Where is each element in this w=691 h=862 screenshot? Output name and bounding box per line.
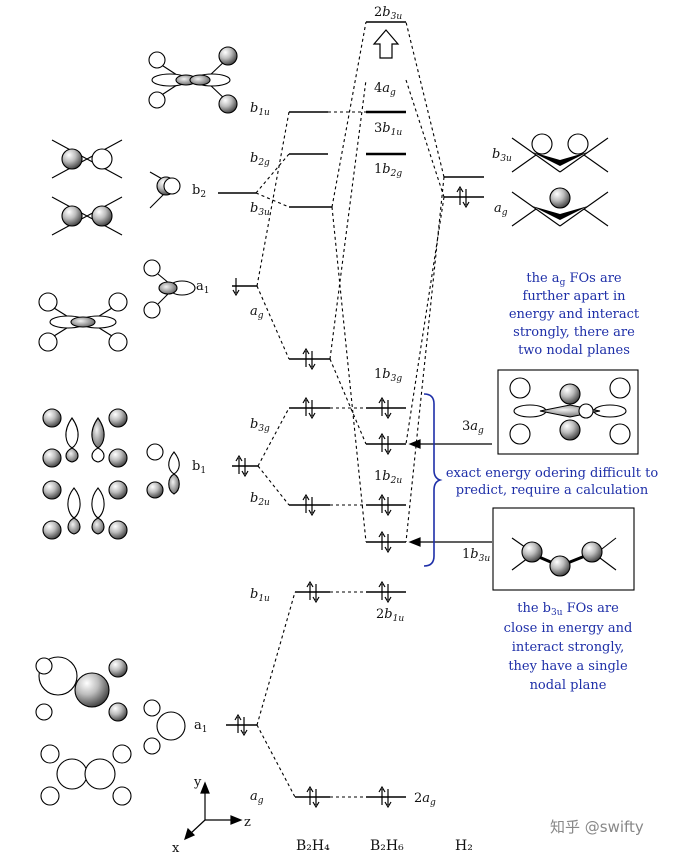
svg-text:strongly, there are: strongly, there are [513,325,635,340]
b2h4-levels [289,111,332,798]
column-b2h6: B₂H₆ [370,838,404,854]
b1u-h4-orbital-picture [35,656,128,722]
label-b1u-low: b1u [250,587,270,604]
b1u-top-orbital-picture [148,46,238,114]
label-b2: b2 [192,183,206,200]
column-h2: H₂ [455,838,473,854]
h2-levels [444,176,484,198]
svg-text:the ag FOs are: the ag FOs are [526,271,622,288]
label-1b2g: 1b2g [374,162,402,179]
axes-icon [184,781,243,841]
svg-text:the b3u FOs are: the b3u FOs are [517,601,619,618]
label-a1-upper: a1 [196,279,210,296]
svg-text:interact strongly,: interact strongly, [512,640,625,655]
svg-text:predict, require a calculation: predict, require a calculation [456,483,649,498]
box-3ag-orbital [497,369,639,455]
note-ag: the ag FOs are further apart in energy a… [509,271,640,358]
label-1b3g: 1b3g [374,367,402,384]
svg-text:further apart in: further apart in [523,289,627,304]
svg-text:close in energy and: close in energy and [504,621,633,636]
b2h6-labels: 2b3u 4ag 3b1u 1b2g 1b3g 1b2u 2b1u 2ag [374,5,436,808]
label-2b1u: 2b1u [376,607,404,624]
axis-y-label: y [193,775,202,790]
svg-text:exact energy odering difficult: exact energy odering difficult to [446,466,658,481]
correlation-lines [255,21,445,798]
box-1b3u-orbital [492,507,635,591]
label-b2g: b2g [250,151,270,168]
label-b1u-top: b1u [250,101,270,118]
label-2b3u: 2b3u [374,5,402,22]
h2-ag-orbital-picture [511,187,609,227]
label-2ag: 2ag [414,791,436,808]
label-ag-upper: ag [250,304,264,321]
label-b3g: b3g [250,417,270,434]
note-ordering: exact energy odering difficult to predic… [446,466,658,498]
h2-b3u-orbital-picture [511,133,609,173]
label-1b2u: 1b2u [374,469,402,486]
b3g-h4-orbital-picture [42,408,128,468]
label-4ag: 4ag [374,81,396,98]
label-3ag: 3ag [462,419,484,436]
label-h2-b3u: b3u [492,147,512,164]
label-a1-low: a1 [194,718,208,735]
ag-h4-orbital-picture [38,292,128,352]
watermark: 知乎 @swifty [550,818,644,836]
b2u-h4-orbital-picture [42,480,128,540]
label-b3u: b3u [250,201,270,218]
axis-x-label: x [172,841,180,856]
electrons [232,185,470,809]
column-b2h4: B₂H₄ [296,838,330,854]
label-1b3u: 1b3u [462,547,490,564]
ag-h4-low-orbital-picture [40,744,132,806]
svg-text:nodal plane: nodal plane [530,678,607,693]
label-3b1u: 3b1u [374,121,402,138]
h2-labels: b3u ag 3ag 1b3u [462,147,512,564]
b2-bh2-orbital-picture [149,171,181,209]
fragment-labels: b1u b2g b2 b3u a1 ag b3g b1 b2u b1u a1 a… [192,101,270,806]
label-ag-low: ag [250,789,264,806]
brace [423,393,443,567]
note-b3u: the b3u FOs are close in energy and inte… [504,601,633,693]
b2-h4-orbital-picture [51,139,123,236]
arrows [408,439,492,547]
label-h2-ag: ag [494,201,508,218]
a1-bh2-low-orbital-picture [143,699,186,755]
a1-bh2-orbital-picture [143,259,196,319]
label-b1: b1 [192,459,206,476]
b1-bh2-orbital-picture [146,443,180,499]
svg-text:energy and interact: energy and interact [509,307,640,322]
svg-text:they have a single: they have a single [508,659,628,674]
b2h6-levels [366,21,406,798]
bh2-levels [218,192,258,726]
axis-z-label: z [244,815,251,830]
label-b2u: b2u [250,491,270,508]
svg-text:two nodal planes: two nodal planes [518,343,630,358]
up-arrow-icon [372,29,400,59]
